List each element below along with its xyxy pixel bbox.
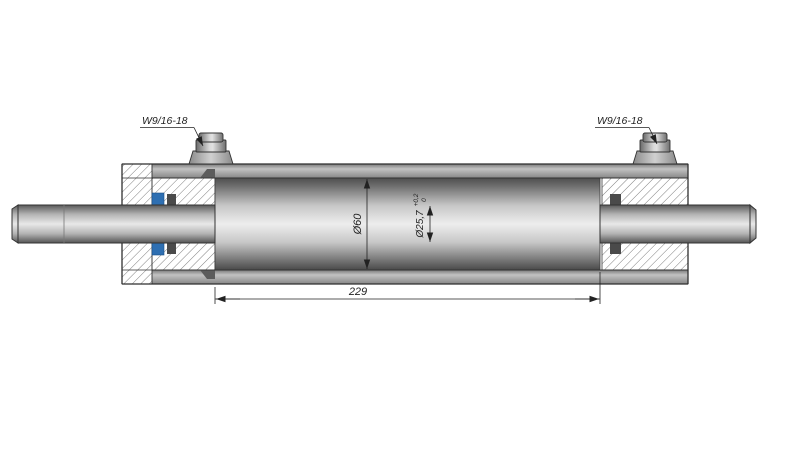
piston-rod: [11, 203, 757, 245]
rod-wiper-bottom: [167, 243, 176, 254]
rod-right: [599, 204, 751, 244]
bore-cylinder: [214, 177, 601, 271]
rod-seal-bottom: [151, 242, 165, 256]
rod-wiper-top: [167, 194, 176, 205]
port-left-boss: [188, 150, 234, 165]
rod-left-chamfer: [11, 204, 19, 244]
right-leader-line: [648, 127, 658, 145]
left-port-thread-label: W9/16-18: [142, 115, 188, 127]
rod-diameter-label: Ø25,7: [415, 210, 426, 239]
rod-seal-top: [151, 192, 165, 206]
port-right-boss: [632, 150, 678, 165]
port-right: [632, 132, 678, 165]
right-gland: [601, 177, 689, 271]
left-gland-flange-bottom: [121, 242, 153, 285]
right-gland-seal-top: [610, 194, 621, 205]
left-retainer-top: [200, 169, 215, 178]
barrel-wall-bottom: [151, 269, 689, 285]
rod-right-chamfer: [749, 203, 757, 245]
right-gland-seal-bottom: [610, 243, 621, 254]
rod-tolerance-lower: 0: [421, 198, 428, 202]
body-length-label: 229: [348, 286, 367, 298]
port-left-cap: [198, 132, 224, 143]
rod-tolerance-upper: +0,2: [413, 193, 420, 206]
dimensions: W9/16-18 W9/16-18 Ø60 Ø25,7 +0,2 0 229: [140, 115, 658, 304]
right-port-thread-label: W9/16-18: [597, 115, 643, 127]
left-gland-flange-top: [121, 163, 153, 206]
barrel-wall-top: [151, 163, 689, 179]
port-left: [188, 132, 234, 165]
left-retainer-bottom: [200, 270, 215, 279]
left-leader-line: [193, 127, 204, 147]
bore-diameter-label: Ø60: [352, 213, 364, 236]
rod-left: [17, 204, 216, 244]
